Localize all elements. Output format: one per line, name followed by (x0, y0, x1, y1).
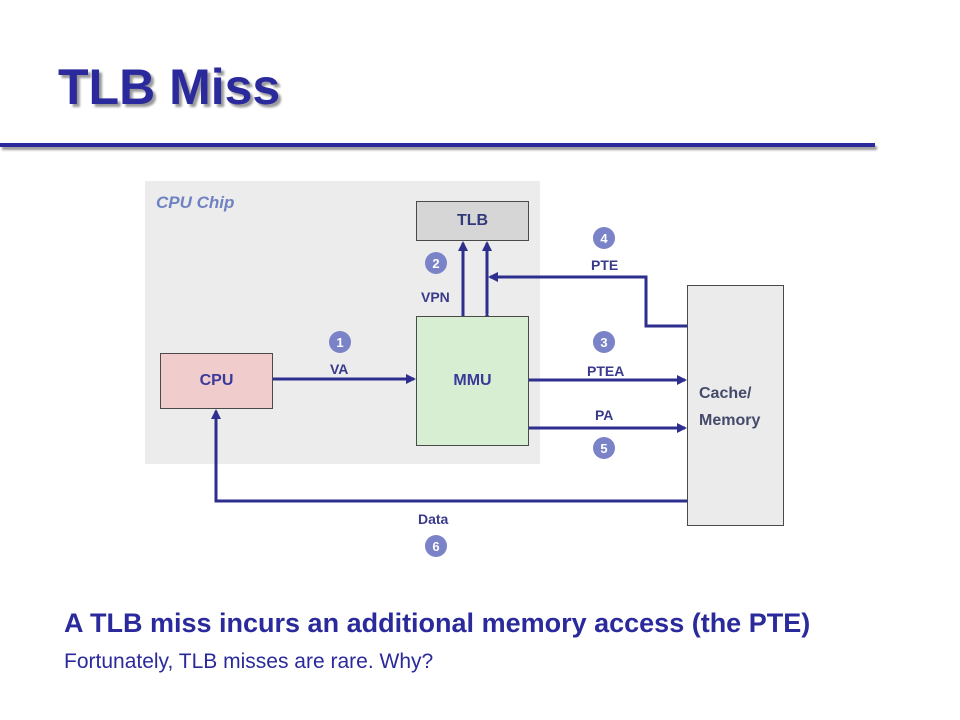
step-badge-5: 5 (593, 437, 615, 459)
vpn-label: VPN (421, 289, 450, 305)
va-label: VA (330, 361, 349, 377)
cpu-box: CPU (160, 353, 273, 409)
caption-main: A TLB miss incurs an additional memory a… (64, 608, 811, 638)
pte-arrow (488, 272, 687, 328)
data-arrow (211, 409, 687, 503)
step-badge-2: 2 (425, 252, 447, 274)
pte-label: PTE (591, 257, 619, 273)
cache-memory-box: Cache/ Memory (687, 285, 784, 526)
step-badge-6: 6 (425, 535, 447, 557)
pa-label: PA (595, 407, 614, 423)
cpu-chip-label: CPU Chip (156, 193, 235, 212)
ptea-label: PTEA (587, 363, 625, 379)
caption-sub: Fortunately, TLB misses are rare. Why? (64, 650, 434, 673)
title-underline (0, 143, 875, 147)
memory-label-line1: Cache/ (699, 385, 752, 402)
slide-title: TLB Miss (58, 59, 281, 115)
data-label: Data (418, 511, 449, 527)
step-badge-4: 4 (593, 227, 615, 249)
step-badge-3: 3 (593, 331, 615, 353)
tlb-box: TLB (416, 201, 529, 241)
memory-label-line2: Memory (699, 412, 761, 429)
step-badge-1: 1 (329, 331, 351, 353)
mmu-box: MMU (416, 316, 529, 446)
